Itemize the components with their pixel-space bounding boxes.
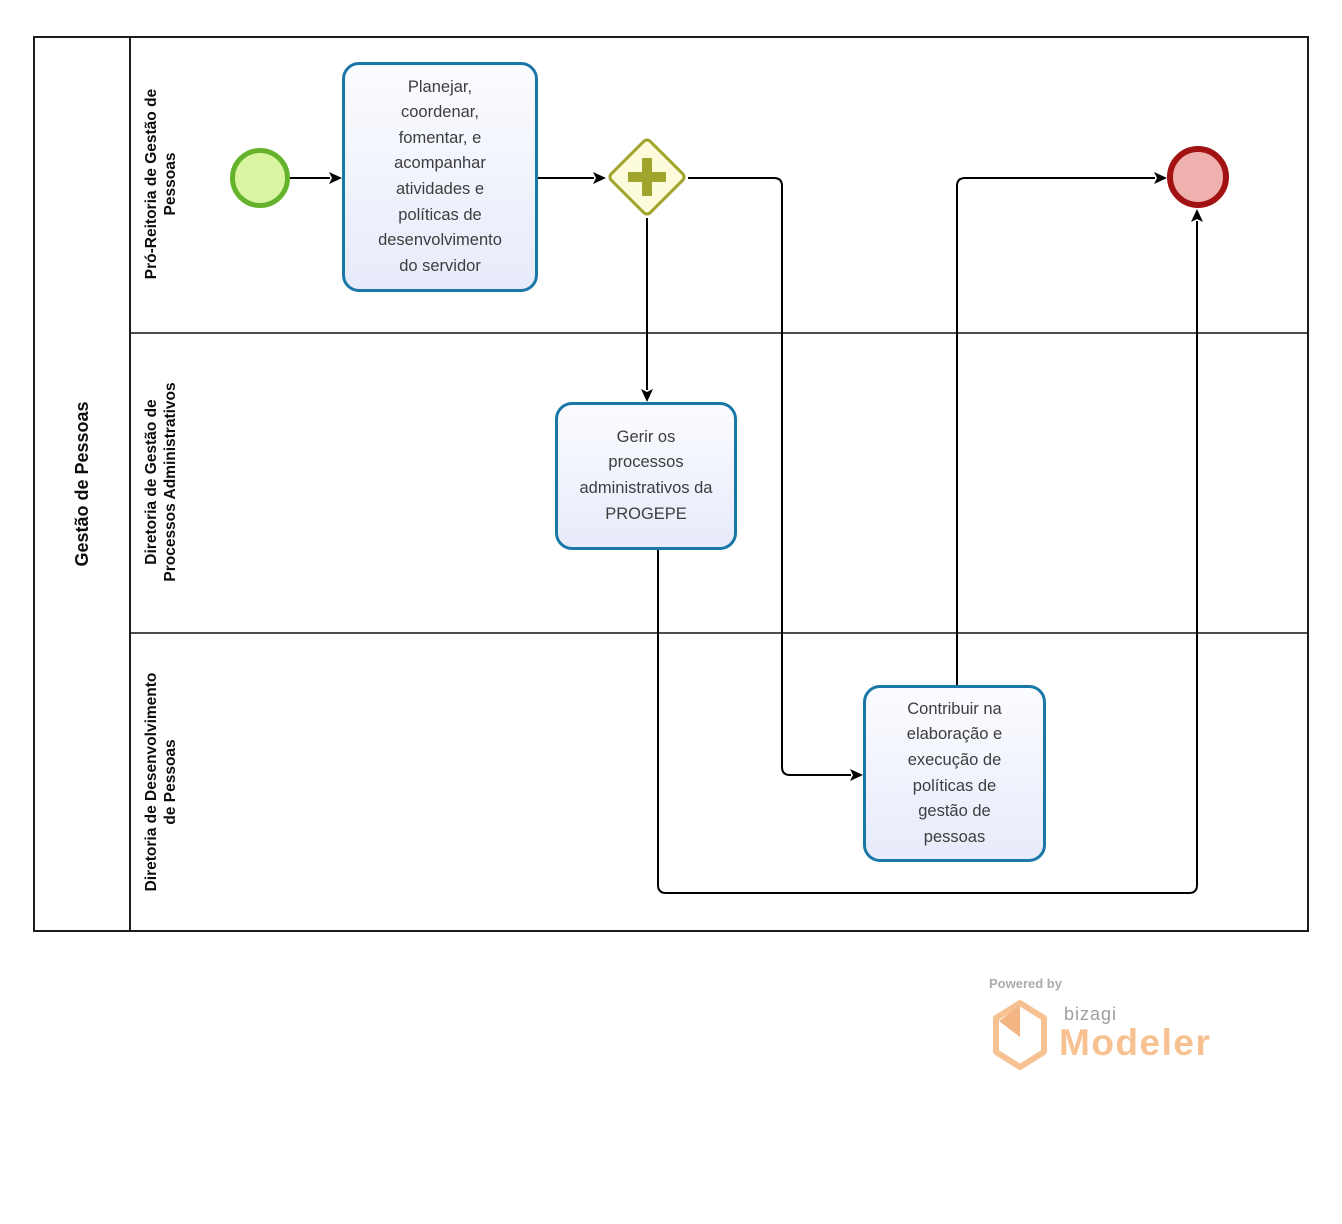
lane-label-processos-administrativos: Diretoria de Gestão de Processos Adminis… [142, 382, 179, 582]
pool-header [35, 38, 131, 930]
pool-label: Gestão de Pessoas [71, 401, 92, 567]
lane-divider [131, 632, 1307, 634]
task-planejar[interactable]: Planejar, coordenar, fomentar, e acompan… [342, 62, 538, 292]
lane-label-desenvolvimento: Diretoria de Desenvolvimento de Pessoas [142, 672, 179, 892]
task-contribuir[interactable]: Contribuir na elaboração e execução de p… [863, 685, 1046, 862]
modeler-wordmark: Modeler [1059, 1022, 1212, 1063]
bizagi-modeler-logo[interactable]: Powered by bizagi Modeler [985, 976, 1265, 1086]
end-event[interactable] [1167, 146, 1229, 208]
bizagi-hexagon-icon [993, 1000, 1047, 1070]
plus-icon [621, 151, 673, 203]
start-event[interactable] [230, 148, 290, 208]
task-gerir[interactable]: Gerir os processos administrativos da PR… [555, 402, 737, 550]
powered-by-label: Powered by [989, 976, 1062, 991]
lane-divider [131, 332, 1307, 334]
bizagi-wordmark: bizagi [1064, 1004, 1118, 1024]
lane-label-pro-reitoria: Pró-Reitoria de Gestão de Pessoas [142, 88, 179, 280]
